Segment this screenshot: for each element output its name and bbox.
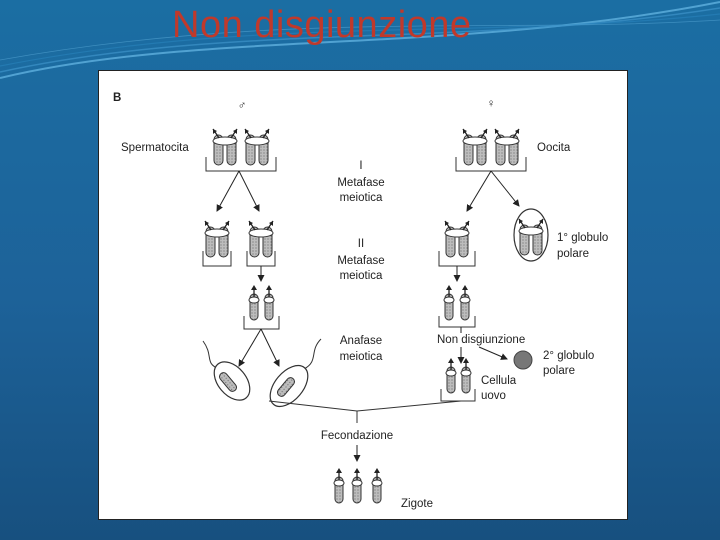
female-metaphase-1-chromosomes <box>462 128 520 166</box>
label-stage-1-num: I <box>359 160 362 172</box>
label-globulo2-line2: polare <box>543 365 575 377</box>
fertilisation-lines <box>268 400 462 412</box>
label-globulo2-line1: 2° globulo <box>543 350 594 362</box>
sperm-cell-right <box>269 338 322 408</box>
label-zigote: Zigote <box>401 498 433 510</box>
male-m1-bracket <box>205 157 277 172</box>
egg-cell-chromatids <box>445 357 472 394</box>
female-metaphase-2 <box>444 220 470 258</box>
female-m2-bracket <box>438 251 476 267</box>
arrow-f-m1-left <box>466 170 492 212</box>
arrow-ana-right <box>260 328 280 367</box>
sperm-cell-left <box>202 340 251 401</box>
male-metaphase-2-right <box>248 220 274 258</box>
label-stage-2-line1: Metafase <box>337 255 384 267</box>
label-stage-2-line2: meiotica <box>340 270 383 282</box>
arrow-f-nd-right <box>478 346 508 360</box>
header-swoosh <box>0 1 720 79</box>
male-anaphase-chromatids <box>248 284 275 321</box>
label-anafase-line2: meiotica <box>340 351 383 363</box>
figure-panel: B ♂ ♀ Spermatocita <box>98 70 628 520</box>
label-non-disgiunzione: Non disgiunzione <box>437 334 525 346</box>
male-metaphase-1-chromosomes <box>212 128 270 166</box>
arrow-ana-left <box>238 328 262 367</box>
arrow-f-m1-right <box>490 170 520 207</box>
label-fecondazione: Fecondazione <box>321 430 393 442</box>
male-symbol: ♂ <box>238 100 247 112</box>
slide-title: Non disgiunzione <box>172 4 472 46</box>
zygote-chromatids <box>333 467 383 504</box>
female-symbol: ♀ <box>487 98 496 110</box>
polar-body-2 <box>513 350 533 370</box>
female-nd-bracket <box>438 316 476 328</box>
label-cellula-line2: uovo <box>481 390 506 402</box>
label-anafase-line1: Anafase <box>340 335 382 347</box>
female-nondisjunction-chromatids <box>443 284 471 321</box>
male-m2-bracket-left <box>202 251 232 267</box>
label-globulo1-line2: polare <box>557 248 589 260</box>
polar-body-1 <box>513 208 549 262</box>
label-spermatocita: Spermatocita <box>121 142 189 154</box>
arrow-m1-left <box>216 170 240 212</box>
label-stage-1-line2: meiotica <box>340 192 383 204</box>
label-globulo1-line1: 1° globulo <box>557 232 608 244</box>
nondisjunction-diagram: B ♂ ♀ Spermatocita <box>113 92 608 510</box>
label-stage-2-num: II <box>358 238 364 250</box>
label-stage-1-line1: Metafase <box>337 177 384 189</box>
label-cellula-line1: Cellula <box>481 375 517 387</box>
label-oocita: Oocita <box>537 142 571 154</box>
panel-letter: B <box>113 92 121 104</box>
male-metaphase-2-left <box>204 220 230 258</box>
arrow-m1-right <box>238 170 260 212</box>
male-anaphase-bracket <box>243 316 280 330</box>
